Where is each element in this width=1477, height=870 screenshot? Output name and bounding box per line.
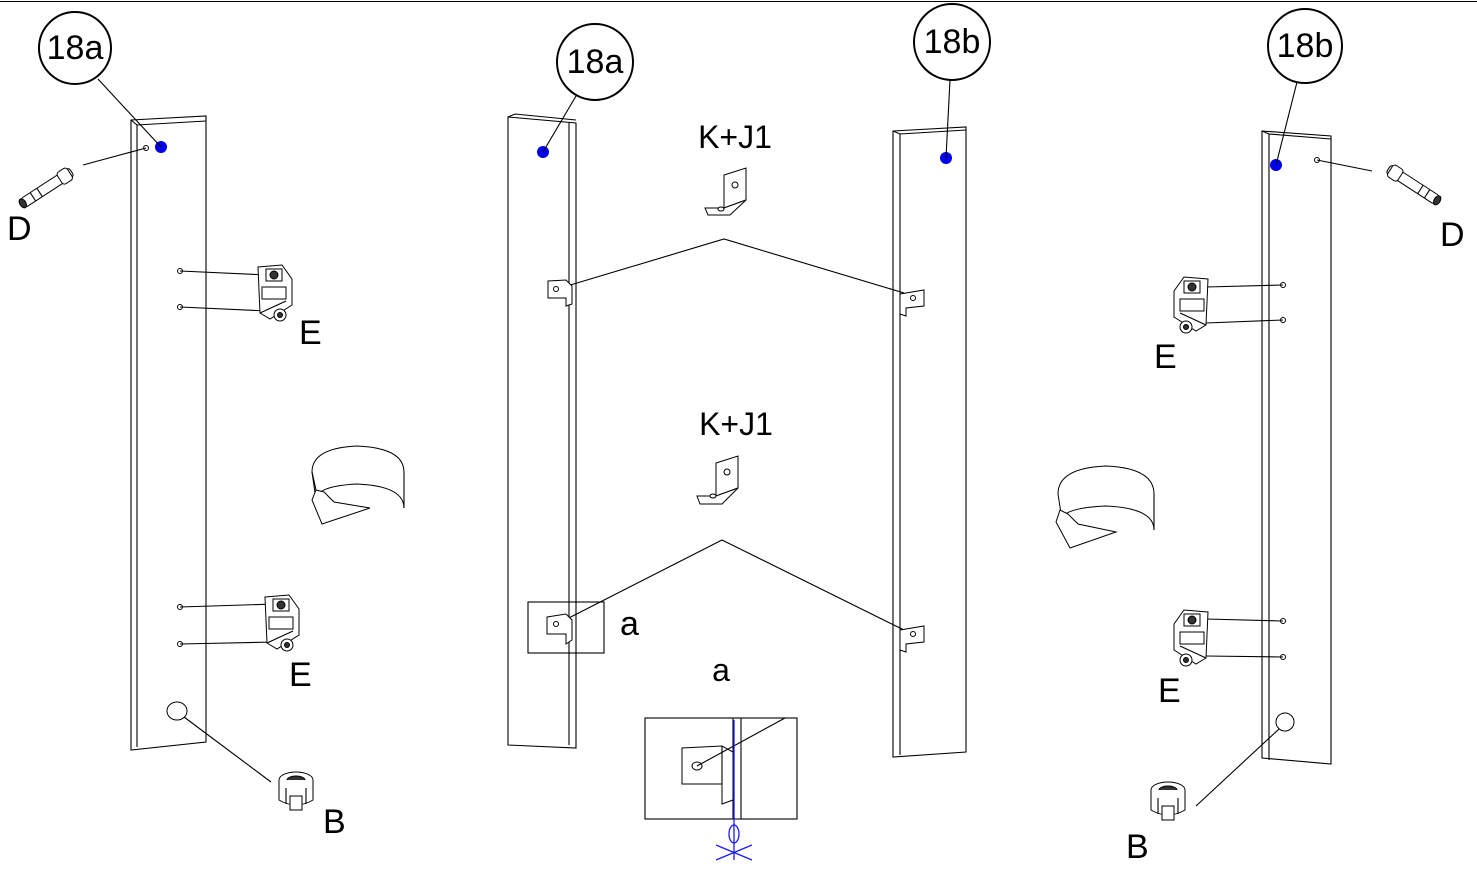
callout-label: 18a — [47, 29, 104, 67]
part-label-kj: K+J1 — [699, 406, 773, 442]
detail-view — [644, 717, 798, 861]
part-label-d: D — [1440, 216, 1465, 254]
callout-18a-left: 18a — [38, 11, 162, 148]
detail-title: a — [712, 652, 730, 688]
detail-marker-label: a — [620, 605, 639, 643]
cam-lock-icon — [1150, 781, 1186, 821]
mounted-bracket — [546, 613, 573, 645]
part-label-e: E — [1154, 338, 1177, 376]
cam-hole — [1275, 712, 1295, 732]
angle-bracket-icon — [696, 455, 739, 505]
hinge-icon — [1173, 609, 1209, 667]
hinge-icon — [1173, 276, 1209, 334]
callout-18b-right: 18b — [1267, 8, 1343, 166]
dowel-icon — [18, 167, 74, 209]
mounted-bracket — [899, 289, 925, 317]
panel-18b-right — [1261, 130, 1332, 765]
callout-18a-center: 18a — [542, 23, 634, 153]
leader-line — [556, 539, 905, 631]
callout-label: 18a — [567, 43, 624, 81]
callout-18b-center: 18b — [913, 3, 991, 159]
panel-18a-left — [130, 115, 207, 751]
callout-label: 18b — [924, 23, 981, 61]
part-label-e: E — [1158, 672, 1181, 710]
part-label-kj: K+J1 — [698, 119, 772, 155]
hinge-icon — [264, 594, 300, 652]
leader-line — [566, 238, 905, 294]
part-label-b: B — [1126, 828, 1149, 865]
angle-bracket-icon — [704, 167, 747, 216]
mounted-bracket — [899, 625, 925, 653]
mounted-bracket — [547, 279, 573, 307]
hinge-icon — [257, 264, 293, 322]
part-label-b: B — [323, 803, 346, 841]
dowel-icon — [1386, 164, 1442, 206]
part-label-e: E — [289, 656, 312, 694]
detail-marker-box — [527, 601, 605, 654]
panel-18b-center — [892, 126, 967, 758]
rotate-arrow-icon — [311, 445, 405, 525]
callout-label: 18b — [1277, 27, 1334, 65]
cam-lock-icon — [278, 771, 314, 811]
part-label-d: D — [7, 210, 32, 248]
rotate-arrow-icon — [1055, 465, 1155, 549]
cam-hole — [166, 701, 188, 721]
part-label-e: E — [299, 314, 322, 352]
